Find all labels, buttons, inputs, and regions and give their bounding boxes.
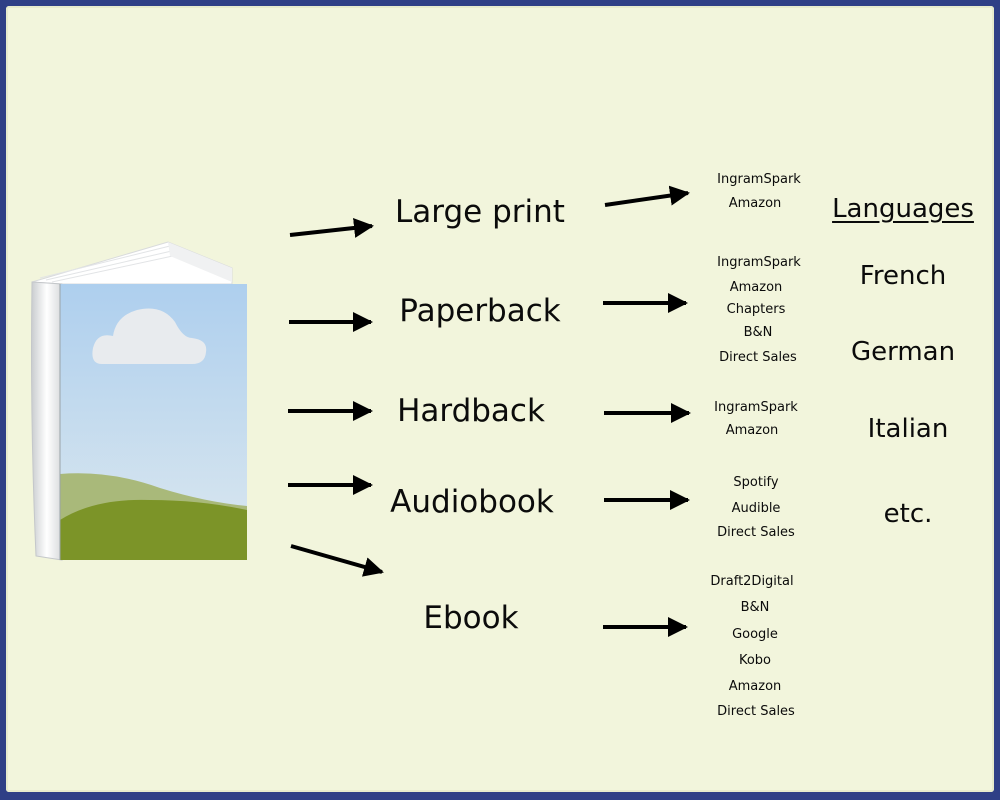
destination-item: Spotify xyxy=(733,475,779,490)
destination-item: Amazon xyxy=(728,196,782,211)
destination-item: Amazon xyxy=(728,679,782,694)
destination-item: Kobo xyxy=(738,653,772,668)
destination-item: IngramSpark xyxy=(717,255,801,270)
destination-item: B&N xyxy=(743,325,773,340)
destination-item: B&N xyxy=(740,600,770,615)
destination-item: Direct Sales xyxy=(717,704,795,719)
book-cover-dark-hill xyxy=(60,499,247,560)
language-item: Italian xyxy=(867,414,949,444)
book-spine xyxy=(31,281,63,561)
language-item: German xyxy=(850,337,956,367)
destination-item: Chapters xyxy=(726,302,786,317)
destination-item: Draft2Digital xyxy=(710,574,794,589)
languages-heading: Languages xyxy=(832,194,974,224)
format-label-hardback: Hardback xyxy=(397,393,545,429)
arrow-large-print-destinations xyxy=(604,185,690,207)
destination-item: IngramSpark xyxy=(717,172,801,187)
arrow-to-large-print xyxy=(289,218,374,238)
language-item: French xyxy=(859,261,947,291)
destination-item: IngramSpark xyxy=(714,400,798,415)
destination-item: Amazon xyxy=(729,280,783,295)
format-label-ebook: Ebook xyxy=(423,600,519,636)
language-item: etc. xyxy=(883,499,933,529)
format-label-audiobook: Audiobook xyxy=(390,484,554,520)
destination-item: Direct Sales xyxy=(719,350,797,365)
destination-item: Audible xyxy=(731,501,781,516)
destination-item: Amazon xyxy=(725,423,779,438)
format-label-paperback: Paperback xyxy=(399,293,561,329)
cloud-icon xyxy=(92,308,207,364)
destination-item: Direct Sales xyxy=(717,525,795,540)
arrow-to-ebook xyxy=(290,544,384,577)
destination-item: Google xyxy=(732,627,778,642)
format-label-large-print: Large print xyxy=(395,194,565,230)
